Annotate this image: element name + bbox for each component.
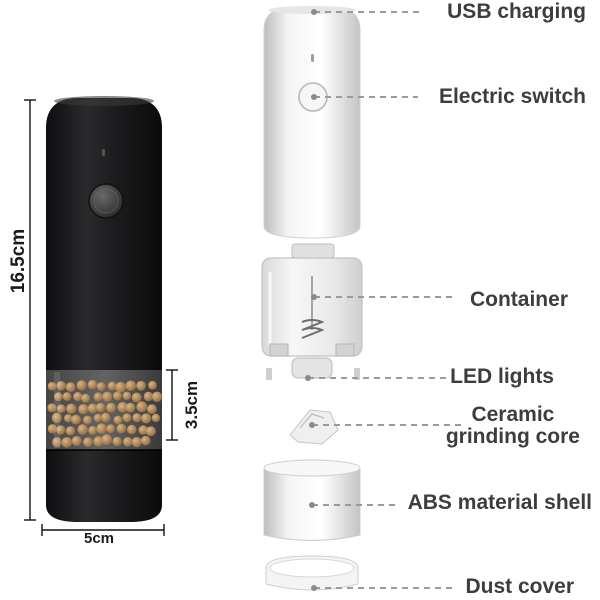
peppercorn [87, 403, 98, 414]
width-dimension-line [41, 524, 165, 536]
clear-container [261, 243, 363, 380]
peppercorn [73, 392, 83, 402]
peppercorn [77, 424, 88, 435]
peppercorn [140, 435, 151, 446]
peppercorn [71, 436, 82, 446]
peppercorn [131, 437, 142, 448]
peppercorn [78, 404, 89, 415]
peppercorn [107, 381, 117, 391]
window-height-label: 3.5cm [182, 380, 201, 430]
height-label: 16.5cm [8, 228, 29, 294]
peppercorn [54, 392, 63, 402]
peppercorn [106, 402, 117, 413]
peppercorn [56, 404, 66, 414]
peppercorn [65, 382, 76, 392]
peppercorn [62, 392, 72, 401]
peppercorn [102, 391, 113, 402]
peppercorn [47, 403, 57, 413]
part-label-electric-switch: Electric switch [438, 85, 586, 108]
grinder-lower-body [46, 450, 162, 522]
dust-cover [265, 555, 359, 591]
part-label-ceramic-grinding-core: Ceramic grinding core [445, 403, 580, 449]
peppercorn [47, 381, 57, 391]
peppercorn [88, 425, 98, 435]
peppercorn [56, 425, 66, 435]
peppercorn [131, 392, 142, 403]
peppercorn [61, 437, 73, 448]
peppercorn [127, 424, 137, 435]
peppercorn [117, 402, 128, 413]
grinder-upper-body [46, 98, 162, 370]
peppercorns [47, 379, 163, 448]
peppercorn [151, 391, 163, 402]
peppercorn [47, 424, 58, 434]
peppercorn [71, 414, 81, 425]
peppercorn [101, 434, 113, 446]
part-label-dust-cover: Dust cover [465, 575, 574, 598]
peppercorn [147, 404, 157, 414]
peppercorn [93, 392, 103, 402]
peppercorn [93, 413, 103, 423]
peppercorn [115, 381, 127, 393]
peppercorn [141, 413, 152, 424]
abs-shell [263, 459, 361, 541]
peppercorn [51, 412, 63, 424]
peppercorn [87, 379, 98, 390]
peppercorn [143, 391, 154, 402]
ceramic-line-2: grinding core [445, 425, 580, 449]
peppercorn [93, 436, 104, 447]
peppercorn [83, 437, 93, 448]
peppercorn [125, 380, 137, 392]
part-label-led-lights: LED lights [450, 365, 554, 388]
peppercorn [132, 413, 142, 423]
window-dimension-line [166, 369, 178, 441]
peppercorn [116, 423, 127, 434]
white-top-body [263, 6, 361, 239]
peppercorn [145, 426, 156, 437]
peppercorn [151, 413, 161, 423]
peppercorn [96, 382, 106, 391]
led-indicator-dot [102, 149, 105, 156]
peppercorn [113, 391, 122, 401]
part-label-container: Container [469, 288, 568, 311]
peppercorn [138, 425, 148, 435]
peppercorn [76, 380, 87, 391]
peppercorn [113, 415, 123, 425]
peppercorn [136, 401, 148, 413]
peppercorn [63, 414, 73, 423]
part-label-usb-charging: USB charging [447, 0, 586, 23]
peppercorn [106, 424, 116, 434]
peppercorn [65, 426, 76, 436]
leader-lines [308, 11, 462, 589]
height-dimension-line [24, 99, 36, 521]
part-label-abs-shell: ABS material shell [407, 491, 592, 514]
peppercorn [52, 437, 62, 448]
peppercorn [100, 412, 111, 423]
peppercorn [123, 437, 133, 447]
peppercorn [148, 380, 157, 390]
ceramic-line-1: Ceramic [471, 403, 555, 426]
peppercorn [83, 415, 92, 425]
leader-dots [305, 9, 317, 591]
peppercorn [136, 380, 147, 391]
peppercorn [122, 413, 132, 423]
peppercorn [96, 423, 107, 435]
assembled-grinder [46, 96, 163, 522]
peppercorn [96, 402, 106, 413]
peppercorn [112, 436, 122, 447]
peppercorn [66, 403, 77, 414]
width-label: 5cm [84, 530, 115, 547]
peppercorn [125, 402, 136, 413]
peppercorn [81, 393, 91, 403]
peppercorn [122, 391, 132, 401]
peppercorn [56, 381, 66, 391]
